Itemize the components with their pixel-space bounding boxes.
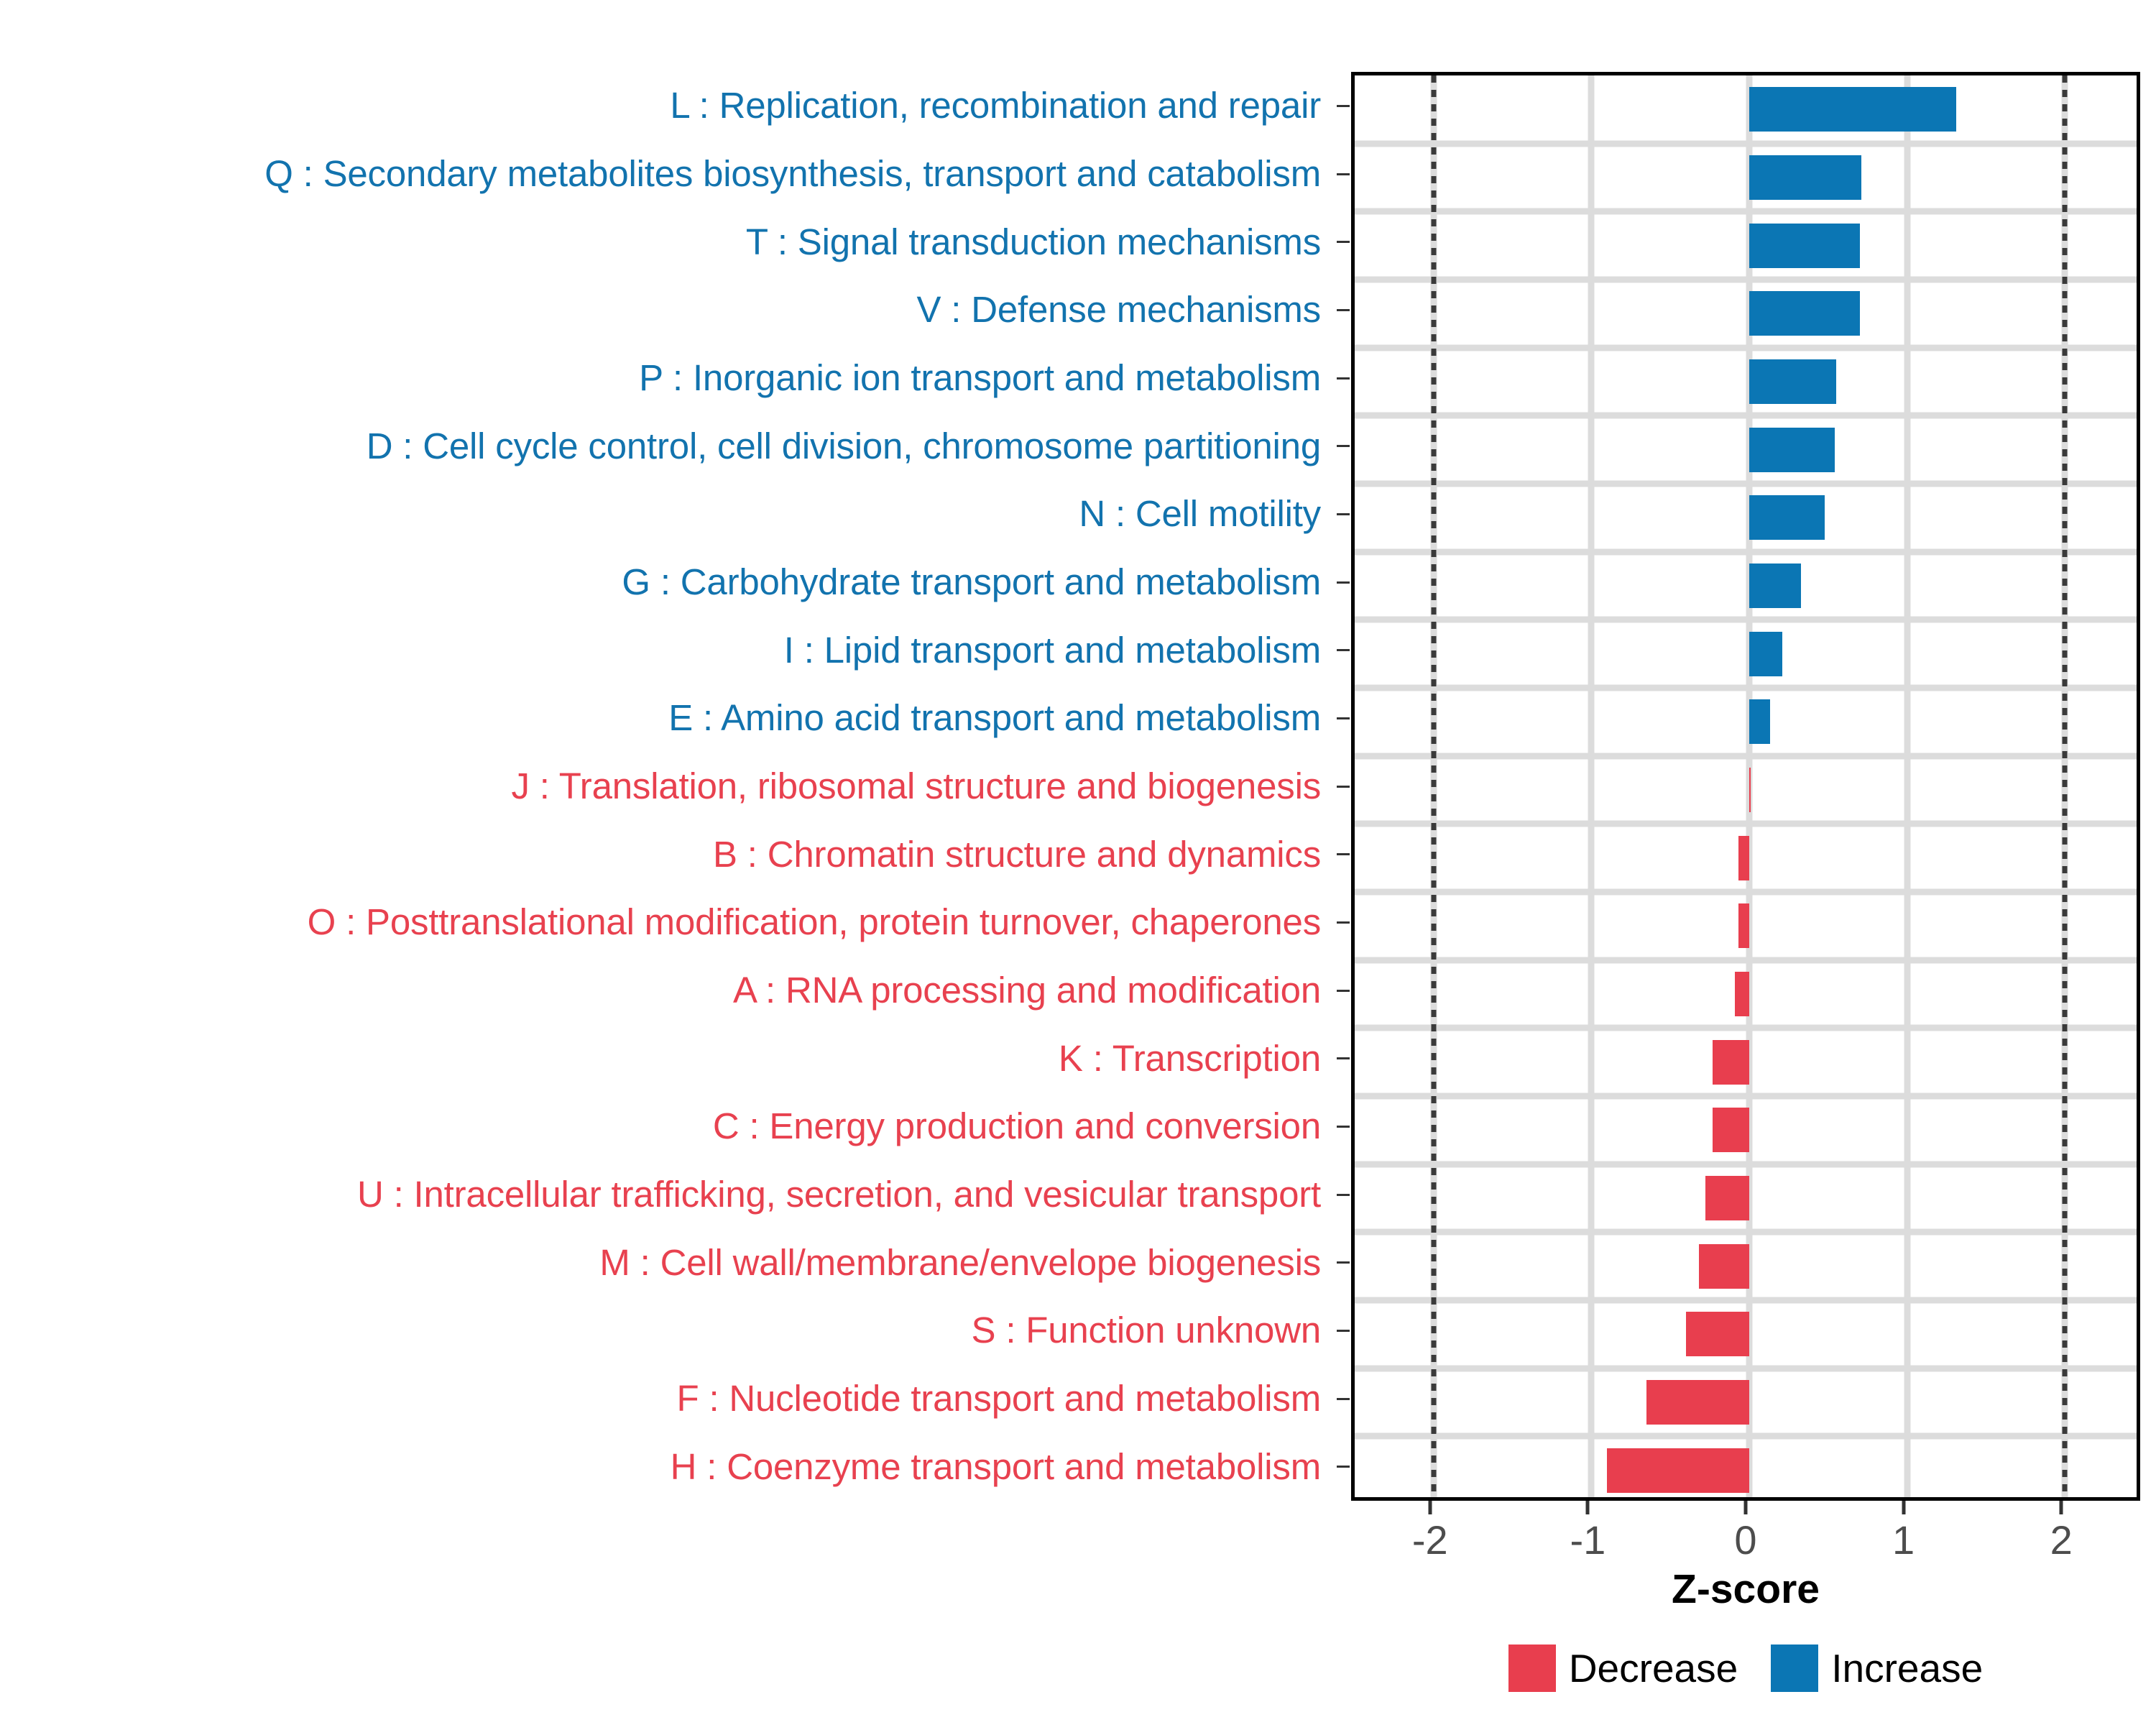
bar	[1738, 903, 1749, 949]
y-axis-tick	[1337, 1466, 1350, 1468]
horizontal-gridline	[1355, 344, 2137, 351]
x-axis-title: Z-score	[1672, 1566, 1820, 1612]
plot-area	[1355, 75, 2137, 1497]
y-axis-tick	[1337, 581, 1350, 584]
horizontal-gridline	[1355, 616, 2137, 623]
chart-legend: Decrease Increase	[1351, 1629, 2140, 1708]
bar	[1749, 359, 1836, 404]
bar	[1646, 1380, 1749, 1425]
bar	[1749, 291, 1860, 336]
y-axis-tick	[1337, 1397, 1350, 1400]
bar	[1749, 495, 1825, 540]
horizontal-gridline	[1355, 1432, 2137, 1440]
horizontal-gridline	[1355, 140, 2137, 147]
bar	[1749, 564, 1802, 608]
bar	[1713, 1039, 1749, 1085]
y-axis-tick	[1337, 512, 1350, 515]
bar	[1749, 768, 1751, 812]
y-axis-tick	[1337, 377, 1350, 380]
y-axis-tick	[1337, 1057, 1350, 1060]
x-axis-tick	[1428, 1501, 1432, 1514]
horizontal-gridline	[1355, 1024, 2137, 1031]
y-axis-tick	[1337, 921, 1350, 924]
reference-line	[1431, 75, 1437, 1497]
x-axis-tick-label: -1	[1570, 1517, 1606, 1563]
horizontal-gridline	[1355, 1161, 2137, 1168]
horizontal-gridline	[1355, 957, 2137, 964]
horizontal-gridline	[1355, 888, 2137, 896]
x-axis-tick	[1743, 1501, 1748, 1514]
bar	[1738, 835, 1749, 880]
bar	[1749, 87, 1956, 132]
y-axis-tick	[1337, 989, 1350, 992]
bar	[1698, 1243, 1749, 1289]
y-axis-tick	[1337, 172, 1350, 175]
x-axis-tick-label: -2	[1411, 1517, 1448, 1563]
reference-line	[2062, 75, 2068, 1497]
horizontal-gridline	[1355, 480, 2137, 487]
x-axis-tick	[1902, 1501, 1906, 1514]
legend-item[interactable]: Increase	[1771, 1644, 1983, 1692]
horizontal-gridline	[1355, 412, 2137, 419]
x-axis-tick	[1585, 1501, 1590, 1514]
horizontal-gridline	[1355, 208, 2137, 215]
y-axis-tick	[1337, 853, 1350, 856]
y-axis-tick	[1337, 308, 1350, 311]
bar	[1749, 699, 1770, 745]
x-axis-tick	[2059, 1501, 2063, 1514]
x-axis: -2 -1 0 1 2	[1351, 1501, 2140, 1587]
bar	[1686, 1312, 1749, 1357]
bar	[1749, 631, 1783, 676]
y-axis-tick	[1337, 717, 1350, 719]
y-axis-tick	[1337, 649, 1350, 652]
bar	[1607, 1448, 1749, 1493]
vertical-gridline	[1588, 75, 1595, 1497]
y-axis-tick	[1337, 1329, 1350, 1332]
bar	[1749, 223, 1860, 268]
bar	[1735, 972, 1749, 1016]
y-axis-tick	[1337, 445, 1350, 448]
horizontal-gridline	[1355, 548, 2137, 556]
horizontal-gridline	[1355, 1365, 2137, 1372]
bar	[1713, 1108, 1749, 1153]
horizontal-gridline	[1355, 1297, 2137, 1304]
horizontal-gridline	[1355, 276, 2137, 283]
y-axis-category-labels: L : Replication, recombination and repai…	[0, 72, 1350, 1501]
horizontal-gridline	[1355, 1092, 2137, 1100]
y-axis-tick	[1337, 104, 1350, 107]
y-axis-tick	[1337, 1193, 1350, 1196]
x-axis-tick-label: 0	[1734, 1517, 1757, 1563]
bar	[1749, 155, 1861, 200]
x-axis-tick-label: 2	[2050, 1517, 2073, 1563]
bar	[1749, 427, 1835, 472]
y-axis-tick	[1337, 1125, 1350, 1128]
legend-swatch-decrease	[1508, 1644, 1556, 1692]
horizontal-gridline	[1355, 684, 2137, 691]
legend-label: Increase	[1831, 1646, 1984, 1690]
horizontal-gridline	[1355, 1228, 2137, 1236]
horizontal-gridline	[1355, 820, 2137, 827]
vertical-gridline	[1904, 75, 1911, 1497]
plot-panel	[1351, 72, 2140, 1501]
legend-swatch-increase	[1771, 1644, 1819, 1692]
legend-item[interactable]: Decrease	[1508, 1644, 1738, 1692]
horizontal-gridline	[1355, 753, 2137, 760]
bar	[1705, 1176, 1749, 1220]
legend-label: Decrease	[1568, 1646, 1738, 1690]
y-axis-tick	[1337, 785, 1350, 788]
x-axis-tick-label: 1	[1892, 1517, 1915, 1563]
y-axis-tick	[1337, 241, 1350, 244]
y-axis-tick	[1337, 1261, 1350, 1264]
